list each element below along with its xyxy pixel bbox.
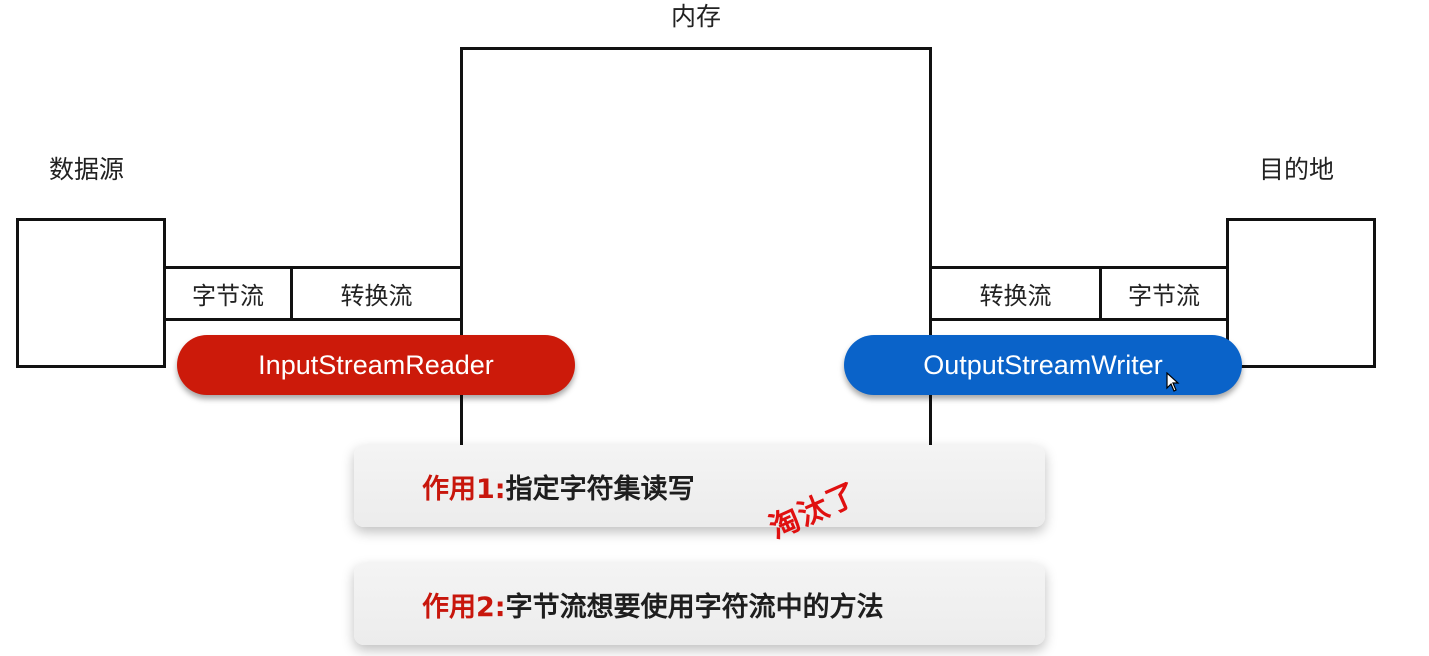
left-convert-stream: 转换流 [290, 266, 463, 321]
note-panel-1: 作用1: 指定字符集读写 [354, 445, 1045, 527]
memory-box [460, 47, 932, 467]
source-box [16, 218, 166, 368]
note-1-key: 作用1: [422, 473, 506, 505]
right-convert-stream: 转换流 [929, 266, 1102, 321]
note-2-text: 字节流想要使用字符流中的方法 [505, 591, 884, 623]
destination-box [1226, 218, 1376, 368]
note-1-text: 指定字符集读写 [505, 473, 695, 505]
mouse-pointer-icon [1166, 372, 1180, 392]
note-panel-2: 作用2: 字节流想要使用字符流中的方法 [354, 563, 1045, 645]
note-2-key: 作用2: [422, 591, 506, 623]
right-byte-stream: 字节流 [1099, 266, 1229, 321]
output-stream-writer-pill: OutputStreamWriter [844, 335, 1242, 395]
input-stream-reader-pill: InputStreamReader [177, 335, 575, 395]
memory-label: 内存 [671, 2, 722, 31]
source-label: 数据源 [49, 155, 125, 184]
destination-label: 目的地 [1259, 155, 1335, 184]
left-byte-stream: 字节流 [163, 266, 293, 321]
